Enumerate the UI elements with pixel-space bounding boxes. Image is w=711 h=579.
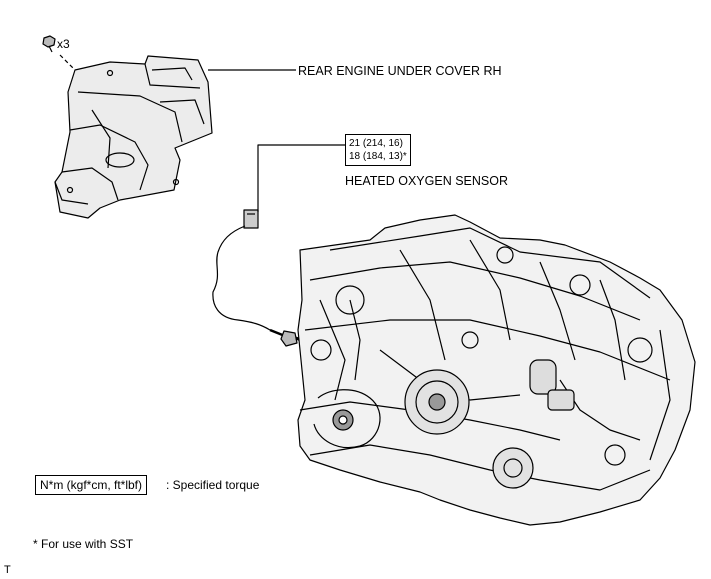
torque-spec-box: 21 (214, 16) 18 (184, 13)* [345,134,411,166]
under-cover-label: REAR ENGINE UNDER COVER RH [298,64,502,78]
torque-legend-description: : Specified torque [166,478,260,492]
footnote: * For use with SST [33,537,134,551]
oxygen-sensor-illustration [212,209,304,347]
engine-illustration [297,214,696,526]
torque-spec-line-2: 18 (184, 13)* [349,151,407,162]
torque-leader-line [257,144,345,212]
bolt-icon [42,35,56,53]
torque-spec-line-1: 21 (214, 16) [349,138,403,149]
corner-mark: T [4,564,11,576]
bolt-quantity-label: x3 [57,37,70,51]
under-cover-illustration [54,55,213,219]
torque-legend-unit: N*m (kgf*cm, ft*lbf) [35,475,148,495]
oxygen-sensor-label: HEATED OXYGEN SENSOR [345,174,508,188]
